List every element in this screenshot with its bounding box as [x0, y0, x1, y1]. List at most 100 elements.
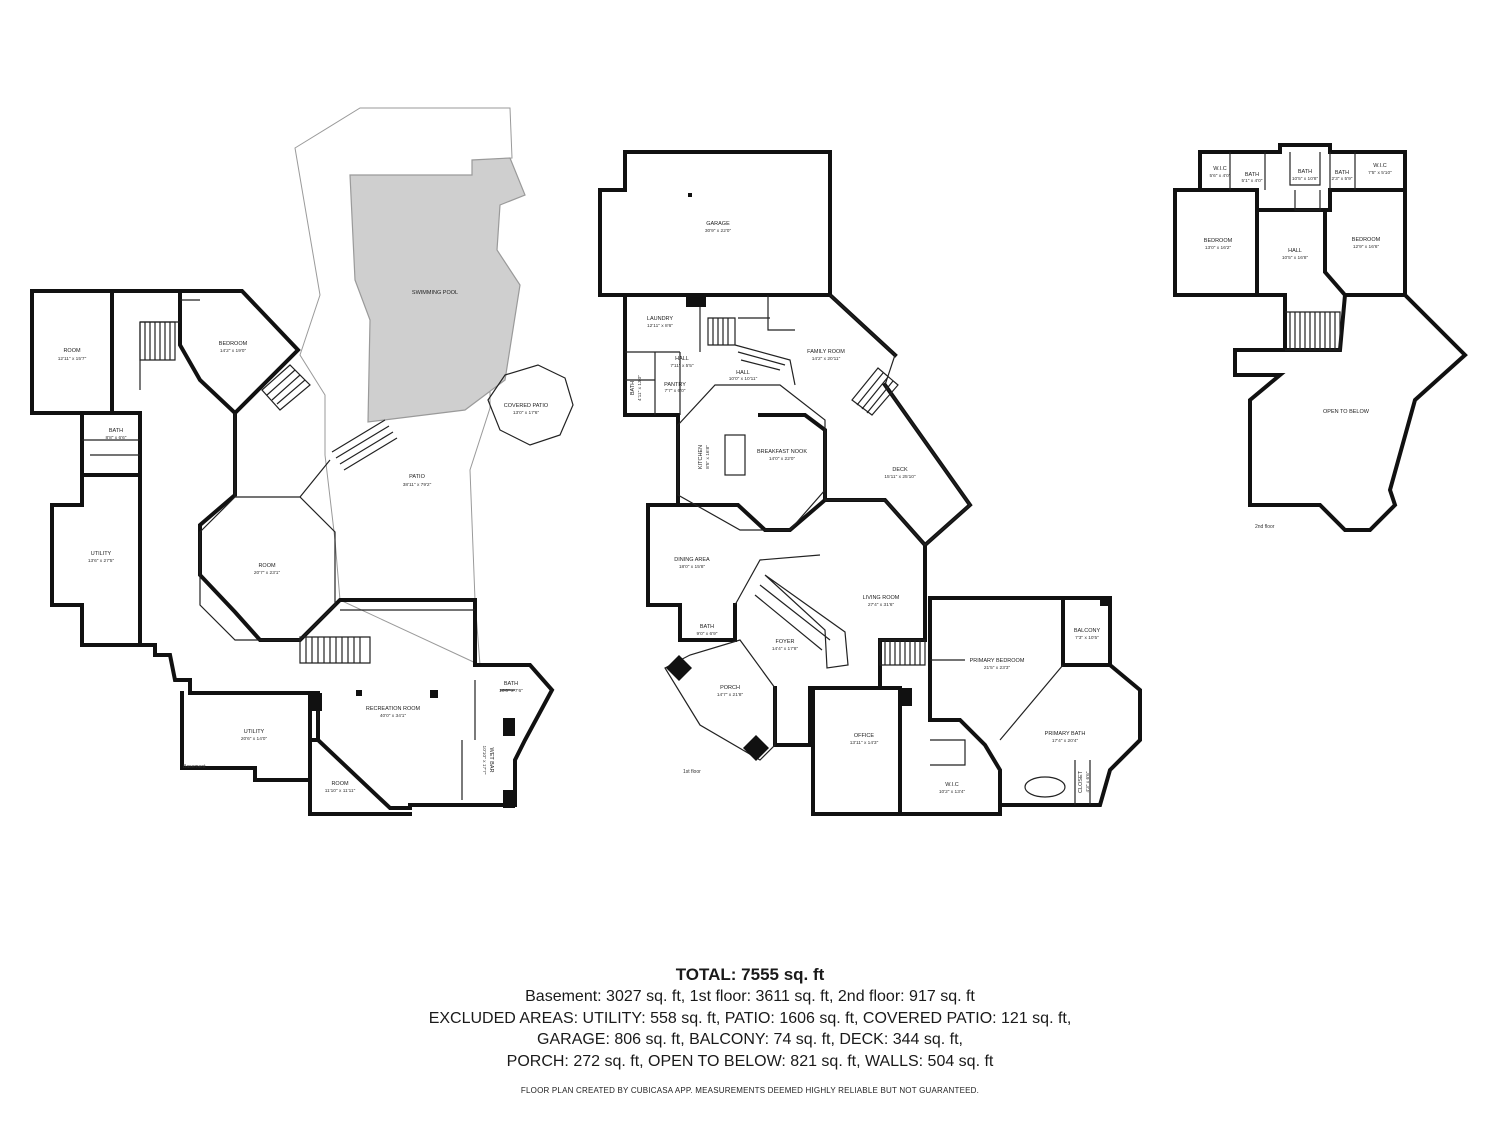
- room-label: BATH: [1245, 172, 1259, 178]
- floor-label-basement: Basement: [183, 764, 206, 770]
- room-label: BEDROOM: [1204, 238, 1233, 244]
- room-label: W.I.C: [1213, 166, 1226, 172]
- room-label: PRIMARY BATH: [1045, 731, 1086, 737]
- room-label: BALCONY: [1074, 628, 1101, 634]
- room-label: BATH: [109, 428, 123, 434]
- room-dims: 18'0" x 15'8": [679, 564, 706, 570]
- room-dims: 13'6" x 27'5": [88, 558, 115, 564]
- room-dims: 14'7" x 21'8": [717, 692, 744, 698]
- excluded-areas-2: GARAGE: 806 sq. ft, BALCONY: 74 sq. ft, …: [537, 1031, 963, 1048]
- patio-stairs: [331, 419, 398, 471]
- pillar: [312, 693, 322, 711]
- floor-areas: Basement: 3027 sq. ft, 1st floor: 3611 s…: [525, 988, 975, 1005]
- room-dims: 27'4" x 31'6": [868, 602, 895, 608]
- room-label: HALL: [736, 370, 750, 376]
- room-dims: 10'10" x 17'7": [481, 746, 487, 775]
- room-label: HALL: [1288, 248, 1302, 254]
- basement-plan: ROOM 12'11" x 15'7" BEDROOM 14'2" x 19'0…: [30, 107, 574, 816]
- room-dims: 2'3" x 5'9": [1332, 176, 1353, 182]
- room-dims: 5'1" x 4'0": [1242, 178, 1263, 184]
- room-label: BATH: [504, 681, 518, 687]
- room-dims: 9'0" x 6'9": [697, 631, 718, 637]
- room-dims: 14'2" x 20'11": [812, 356, 841, 362]
- bathtub: [1024, 776, 1066, 798]
- porch-pillar: [666, 655, 692, 681]
- second-floor-plan: W.I.C 5'6" x 4'0" BATH 5'1" x 4'0" BATH …: [1173, 143, 1468, 532]
- room-label: SWIMMING POOL: [412, 290, 458, 296]
- pillar: [688, 193, 692, 197]
- room-label: UTILITY: [91, 551, 112, 557]
- room-dims: 5'6" x 4'0": [1210, 173, 1231, 179]
- room-dims: 10'2" x 13'4": [939, 789, 966, 795]
- room-label: PATIO: [409, 474, 425, 480]
- room-label: PORCH: [720, 685, 740, 691]
- room-label: ROOM: [258, 563, 276, 569]
- kitchen-island: [724, 434, 746, 476]
- room-label: OPEN TO BELOW: [1323, 409, 1370, 415]
- patio-outline: [294, 107, 513, 666]
- pillar: [356, 690, 362, 696]
- floor-label-second: 2nd floor: [1255, 524, 1275, 530]
- room-label: KITCHEN: [698, 445, 704, 469]
- room-label: FAMILY ROOM: [807, 349, 845, 355]
- area-summary: TOTAL: 7555 sq. ft Basement: 3027 sq. ft…: [0, 964, 1500, 1095]
- room-dims: 10'0" x 10'11": [729, 376, 758, 382]
- room-dims: 12'9" x 16'6": [1353, 244, 1380, 250]
- room-dims: 13'0" x 16'2": [1205, 245, 1232, 251]
- room-label: OFFICE: [854, 733, 874, 739]
- room-label: HALL: [675, 356, 689, 362]
- room-dims: 12'11" x 15'7": [58, 356, 87, 362]
- room-label: UTILITY: [244, 729, 265, 735]
- room-dims: 17'4" x 20'4": [1052, 738, 1079, 744]
- room-dims: 10'0" x 7'6": [499, 688, 523, 694]
- room-label: CLOSET: [1078, 770, 1084, 793]
- excluded-areas-3: PORCH: 272 sq. ft, OPEN TO BELOW: 821 sq…: [506, 1052, 994, 1070]
- room-label: BEDROOM: [219, 341, 248, 347]
- room-dims: 8'8" x 6'6": [106, 435, 127, 441]
- room-dims: 30'9" x 22'0": [705, 228, 732, 234]
- room-dims: 7'3" x 10'5": [1075, 635, 1099, 641]
- porch-pillar: [743, 735, 769, 761]
- pillar: [900, 688, 912, 706]
- room-dims: 12'11" x 8'6": [647, 323, 673, 329]
- first-floor-stairs: [707, 317, 926, 666]
- room-dims: 14'4" x 17'8": [772, 646, 799, 652]
- room-label: BREAKFAST NOOK: [757, 449, 807, 455]
- breakfast-octagon: [677, 384, 826, 531]
- pillar: [1100, 598, 1108, 606]
- room-label: BATH: [700, 624, 714, 630]
- room-dims: 10'5" x 10'8": [1292, 176, 1319, 182]
- room-label: LAUNDRY: [647, 316, 674, 322]
- basement-stairs: [139, 321, 371, 664]
- room-label: PANTRY: [664, 382, 686, 388]
- room-label: DINING AREA: [674, 557, 710, 563]
- room-dims: 11'10" x 11'11": [325, 788, 356, 794]
- room-label: DECK: [892, 467, 908, 473]
- pillar: [430, 690, 438, 698]
- pillar: [503, 718, 515, 736]
- room-dims: 7'5" x 5'10": [1368, 170, 1392, 176]
- room-dims: 14'2" x 19'0": [220, 348, 247, 354]
- room-label: BATH: [1298, 169, 1312, 175]
- second-floor-interior: [1229, 152, 1356, 351]
- room-label: ROOM: [331, 781, 349, 787]
- first-floor-plan: GARAGE 30'9" x 22'0" LAUNDRY 12'11" x 8'…: [598, 150, 1142, 816]
- total-area: TOTAL: 7555 sq. ft: [675, 965, 825, 984]
- room-label: ROOM: [63, 348, 81, 354]
- room-dims: 20'7" x 23'1": [254, 570, 281, 576]
- porch-outline: [664, 639, 776, 761]
- room-label: GARAGE: [706, 221, 730, 227]
- pillar: [686, 295, 706, 307]
- room-label: BATH: [1335, 170, 1349, 176]
- deck-outline: [824, 294, 971, 546]
- covered-patio-outline: [487, 364, 574, 446]
- room-dims: 7'11" x 5'5": [670, 363, 694, 369]
- room-dims: 13'0" x 17'6": [513, 410, 540, 416]
- room-dims: 7'7" x 6'0": [665, 388, 686, 394]
- room-dims: 4'11" x 13'0": [637, 375, 643, 401]
- room-dims: 15'11" x 25'10": [884, 474, 916, 480]
- credit-note: FLOOR PLAN CREATED BY CUBICASA APP. MEAS…: [520, 1086, 980, 1095]
- room-dims: 21'5" x 23'3": [984, 665, 1011, 671]
- floor-plan-drawing: ROOM 12'11" x 15'7" BEDROOM 14'2" x 19'0…: [30, 107, 1468, 816]
- room-dims: 40'0" x 34'1": [380, 713, 407, 719]
